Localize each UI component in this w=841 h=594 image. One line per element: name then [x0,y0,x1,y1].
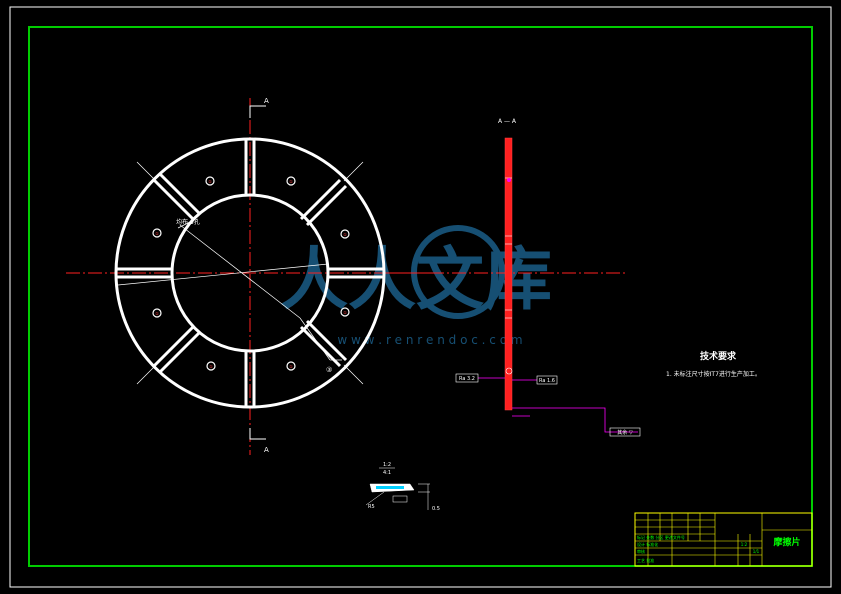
friction-disc [114,137,386,409]
title-block [634,512,813,567]
svg-text:Ra 1.6: Ra 1.6 [539,378,555,384]
detail-dim-right: 0.5 [432,506,440,512]
detail-dim-small: R5 [368,504,375,510]
svg-text:其余 ▽: 其余 ▽ [617,429,633,436]
section-marker [507,178,511,182]
hole [152,308,162,318]
drawing-border [28,26,813,567]
hole [340,307,350,317]
section-strip [504,137,513,411]
detail-view: 1:2 4:1 R5 0.5 [365,462,440,512]
hole-label: ① [343,232,347,237]
hole-label: ① [289,364,293,369]
hole-label: ① [209,364,213,369]
dim-box-3: 其余 ▽ [609,427,641,437]
title-block-part-name: 摩擦片 [773,536,800,548]
centerlines [66,98,432,455]
tech-requirements-item: 1. 未标注尺寸按IT7进行生产加工。 [666,370,761,378]
hole-label: ① [343,310,347,315]
title-block-row-4: 工艺 批准 [637,557,654,563]
section-details [505,177,513,375]
title-block-row-1: 标记 处数 分区 更改文件号 [637,534,685,540]
section-mark-top: A [264,97,269,105]
dim-box-1: Ra 3.2 [455,373,479,383]
leader-callout-left: 均布 8孔 [176,218,200,226]
hole [205,176,215,186]
outer-ring [114,137,386,409]
section-mark-bottom: A [264,446,269,454]
dim-box-2: Ra 1.6 [536,375,558,385]
title-block-row-3: 审核 [637,548,645,554]
title-block-row-2: 设计 标准化 [637,541,658,547]
section-view-label: A — A [498,118,517,125]
hole [286,361,296,371]
hole [152,228,162,238]
hole [286,176,296,186]
svg-text:Ra 3.2: Ra 3.2 [459,376,475,382]
watermark-url: w w w . r e n r e n d o c . c o m [337,333,522,347]
hole-label: ① [208,179,212,184]
title-block-sheet: 1/1 [753,549,760,554]
groove-extension-lines [136,161,364,385]
hole [206,361,216,371]
leader-callout-bottom: ③ [326,366,332,374]
hole-label: ① [289,179,293,184]
section-marks [249,105,266,440]
detail-label-mid: 4:1 [383,470,391,476]
hole-label: ① [155,231,159,236]
dimension-lines [478,377,638,433]
rivet-holes [152,176,350,371]
hole-label: ① [155,311,159,316]
tech-requirements-title: 技术要求 [700,350,737,362]
hole [340,229,350,239]
detail-label-top: 1:2 [383,462,391,468]
inner-ring [170,193,330,353]
watermark-logo-ring [411,225,505,319]
outer-frame [9,6,832,588]
disc-leaders [117,221,342,361]
title-block-scale: 1:2 [741,542,748,547]
